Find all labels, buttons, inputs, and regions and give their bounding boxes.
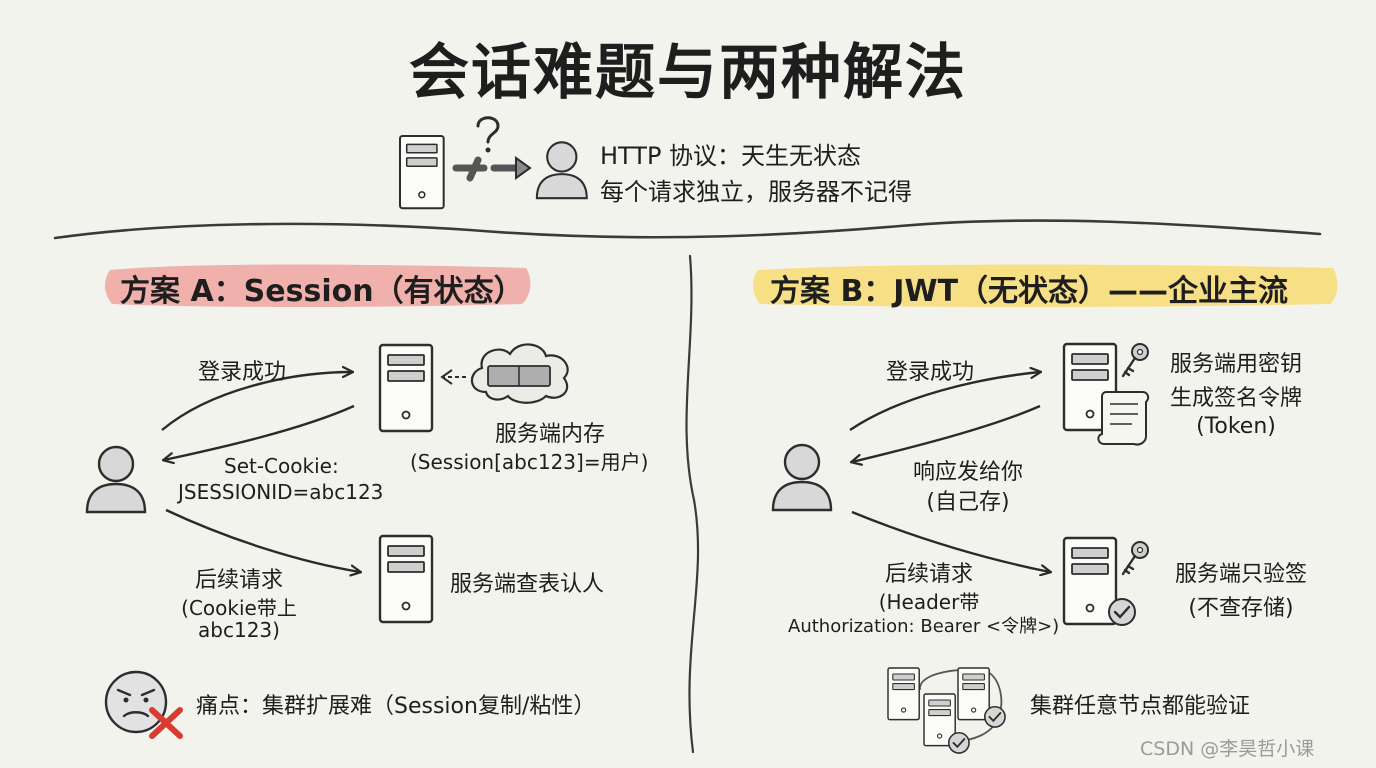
intro-line-1: HTTP 协议：天生无状态 — [600, 142, 862, 170]
response-arrow-b — [852, 404, 1041, 462]
followup-arrow-a — [165, 508, 360, 572]
plan-a-cookie-line-1: Set-Cookie: — [224, 454, 339, 478]
plan-b-followup-line-2: (Header带 — [878, 590, 980, 614]
login-arrow-a — [161, 372, 352, 431]
plan-a-cookie-line-2: JSESSIONID=abc123 — [178, 480, 384, 504]
plan-a-highlight — [105, 264, 531, 307]
plan-b-login-label: 登录成功 — [886, 360, 975, 385]
annoyed-face-icon — [104, 670, 168, 734]
question-mark-icon — [476, 116, 500, 153]
user-icon — [85, 445, 147, 514]
plan-a-followup-line-1: 后续请求 — [194, 568, 283, 593]
plan-b-followup-line-1: 后续请求 — [884, 562, 973, 587]
vertical-divider — [685, 254, 700, 754]
red-cross-icon — [149, 707, 183, 739]
plan-b-heading: 方案 B：JWT（无状态）——企业主流 — [770, 274, 1289, 309]
plan-a-login-label: 登录成功 — [198, 360, 287, 385]
plan-b-verify-line-2: (不查存储) — [1188, 596, 1294, 621]
user-icon — [771, 443, 833, 512]
plan-a-lookup-label: 服务端查表认人 — [450, 572, 605, 597]
server-cluster-icon — [887, 667, 1006, 754]
plan-a-followup-line-2: (Cookie带上 — [181, 596, 297, 620]
cookie-arrow-a — [164, 404, 355, 460]
broken-arrow-icon — [452, 156, 532, 182]
plan-b-highlight — [753, 264, 1338, 307]
followup-arrow-b — [851, 510, 1050, 572]
wavy-divider — [53, 219, 1322, 240]
checkmark-badge-icon — [1107, 597, 1137, 627]
plan-a-followup-line-3: abc123) — [198, 618, 280, 642]
plan-b-response-line-1: 响应发给你 — [912, 460, 1023, 485]
key-icon — [1121, 342, 1150, 378]
plan-b-sign-line-1: 服务端用密钥 — [1169, 352, 1302, 377]
plan-b-verify-line-1: 服务端只验签 — [1174, 562, 1307, 587]
dashed-pointer — [440, 369, 466, 385]
server-icon — [378, 343, 434, 433]
watermark: CSDN @李昊哲小课 — [1140, 738, 1315, 760]
plan-b-response-line-2: (自己存) — [926, 490, 1010, 515]
cloud-memory-icon — [470, 343, 569, 404]
plan-b-cluster-label: 集群任意节点都能验证 — [1030, 694, 1251, 719]
server-icon — [378, 534, 434, 624]
user-icon — [535, 141, 588, 200]
plan-a-pain-label: 痛点：集群扩展难（Session复制/粘性） — [196, 694, 596, 719]
page-title: 会话难题与两种解法 — [409, 38, 967, 108]
plan-a-memory-label: 服务端内存 — [494, 422, 605, 447]
login-arrow-b — [849, 372, 1040, 431]
scroll-token-icon — [1097, 391, 1150, 446]
key-icon — [1121, 540, 1150, 576]
plan-b-followup-line-3: Authorization: Bearer <令牌>) — [788, 616, 1060, 637]
server-icon — [398, 134, 445, 210]
plan-b-sign-line-3: (Token) — [1196, 414, 1276, 439]
intro-line-2: 每个请求独立，服务器不记得 — [600, 178, 912, 206]
plan-a-memory-detail: (Session[abc123]=用户) — [410, 450, 649, 474]
plan-b-sign-line-2: 生成签名令牌 — [1169, 386, 1302, 411]
plan-a-heading: 方案 A：Session（有状态） — [120, 274, 524, 309]
